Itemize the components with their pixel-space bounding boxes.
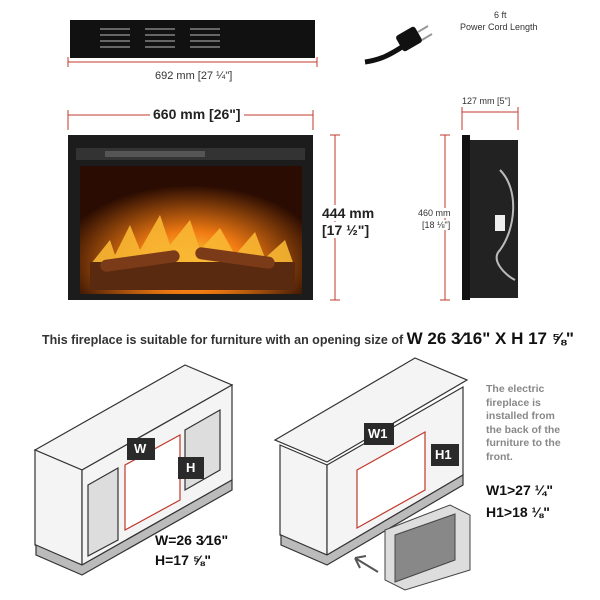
- h1-label: H1: [435, 447, 452, 462]
- side-height-mm: 460 mm: [418, 208, 451, 218]
- sentence-text: This fireplace is suitable for furniture…: [42, 333, 404, 347]
- opening-size-sentence: This fireplace is suitable for furniture…: [42, 329, 574, 349]
- side-depth-label: 127 mm [5"]: [462, 96, 511, 106]
- front-width-label: 660 mm [26"]: [150, 106, 244, 122]
- w1-label-box: [364, 423, 394, 445]
- cord-length-value: 6 ft: [494, 10, 507, 20]
- front-height-mm: 444 mm: [322, 205, 375, 221]
- h1-label-box: [431, 444, 459, 466]
- fireplace-front-view: [68, 135, 313, 300]
- h-value: H=17 ⅝": [155, 552, 212, 568]
- insert-width-dimension-line: [67, 57, 318, 67]
- small-fireplace-insert: [384, 504, 471, 591]
- h-label-box: [178, 457, 204, 479]
- front-height-in: [17 ½"]: [322, 222, 370, 238]
- install-arrow-icon: [354, 555, 379, 573]
- w-label: W: [134, 441, 147, 456]
- power-cord-icon: [364, 25, 433, 65]
- h1-requirement: H1>18 ⅛": [486, 504, 550, 520]
- cord-length-label: Power Cord Length: [460, 22, 538, 32]
- tv-stand-left: [33, 364, 234, 576]
- insert-top-view: [70, 20, 315, 58]
- fireplace-side-view: [462, 135, 518, 300]
- w-label-box: [127, 438, 155, 460]
- w1-requirement: W1>27 ¼": [486, 482, 553, 498]
- w1-label: W1: [368, 426, 388, 441]
- tv-stand-right: [273, 357, 469, 566]
- h-label: H: [186, 460, 196, 475]
- opening-size: W 26 3⁄16" X H 17 ⅝": [406, 329, 574, 348]
- insert-width-label: 692 mm [27 ¼"]: [155, 70, 233, 82]
- install-note: The electric fireplace is installed from…: [486, 383, 561, 463]
- w-value: W=26 3⁄16": [155, 532, 229, 548]
- side-height-in: [18 ⅛"]: [422, 220, 451, 230]
